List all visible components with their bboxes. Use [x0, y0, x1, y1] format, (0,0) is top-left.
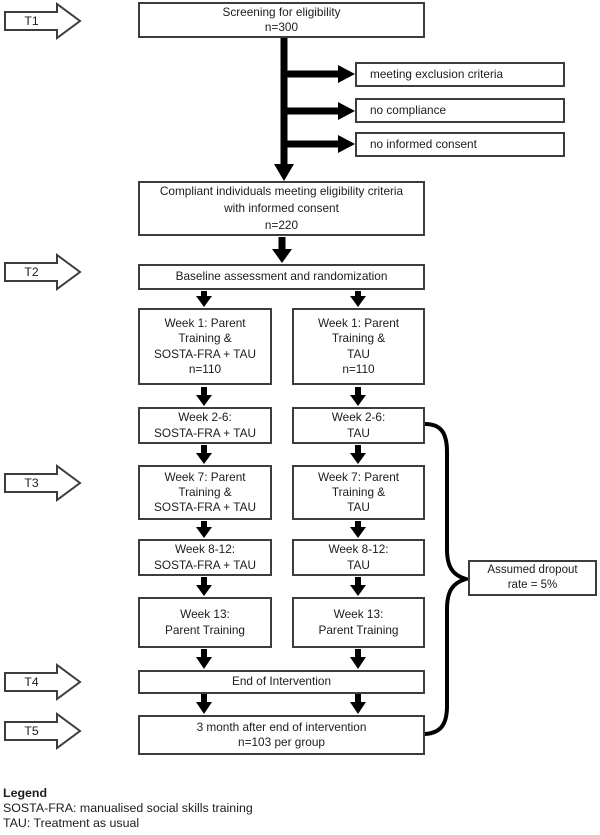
followup-box: 3 month after end of intervention n=103 …: [138, 715, 425, 755]
arm-right-week8-12-box: Week 8-12: TAU: [292, 539, 425, 576]
arm-right-week13-box: Week 13: Parent Training: [292, 597, 425, 648]
arm-left-week8-12-box: Week 8-12: SOSTA-FRA + TAU: [138, 539, 272, 576]
exclusion-box-criteria: meeting exclusion criteria: [355, 62, 565, 87]
legend-title: Legend: [3, 786, 48, 800]
arm-left-week2-6-box: Week 2-6: SOSTA-FRA + TAU: [138, 407, 272, 444]
legend-line-sosta: SOSTA-FRA: manualised social skills trai…: [3, 801, 253, 815]
legend: Legend SOSTA-FRA: manualised social skil…: [3, 786, 253, 831]
arm-left-week1-box: Week 1: Parent Training & SOSTA-FRA + TA…: [138, 308, 272, 385]
arm-left-week7-box: Week 7: Parent Training & SOSTA-FRA + TA…: [138, 465, 272, 520]
exclusion-branch-arrow-3: [284, 135, 355, 153]
dropout-brace: [423, 422, 474, 736]
timepoint-label: T1: [24, 14, 39, 28]
baseline-box: Baseline assessment and randomization: [138, 264, 425, 290]
block-arrow-icon: [4, 712, 82, 750]
timepoint-label: T2: [24, 265, 39, 279]
screening-box: Screening for eligibility n=300: [138, 2, 425, 38]
arm-right-week1-box: Week 1: Parent Training & TAU n=110: [292, 308, 425, 385]
exclusion-branch-arrow-2: [284, 102, 355, 120]
compliant-box: Compliant individuals meeting eligibilit…: [138, 181, 425, 236]
timepoint-arrow-t3: T3: [4, 464, 82, 502]
exclusion-branch-arrow-1: [284, 65, 355, 83]
block-arrow-icon: [4, 253, 82, 291]
dropout-box: Assumed dropout rate = 5%: [468, 560, 597, 596]
block-arrow-icon: [4, 2, 82, 40]
timepoint-label: T3: [24, 476, 39, 490]
legend-line-tau: TAU: Treatment as usual: [3, 816, 140, 830]
end-of-intervention-box: End of Intervention: [138, 670, 425, 694]
timepoint-arrow-t2: T2: [4, 253, 82, 291]
arm-left-week13-box: Week 13: Parent Training: [138, 597, 272, 648]
screening-down-arrow: [274, 38, 294, 181]
exclusion-box-compliance: no compliance: [355, 98, 565, 123]
arm-right-week2-6-box: Week 2-6: TAU: [292, 407, 425, 444]
block-arrow-icon: [4, 464, 82, 502]
exclusion-box-consent: no informed consent: [355, 132, 565, 157]
timepoint-label: T4: [24, 675, 39, 689]
timepoint-arrow-t1: T1: [4, 2, 82, 40]
compliant-to-baseline-arrow: [272, 237, 292, 263]
timepoint-arrow-t4: T4: [4, 663, 82, 701]
arm-right-week7-box: Week 7: Parent Training & TAU: [292, 465, 425, 520]
timepoint-arrow-t5: T5: [4, 712, 82, 750]
block-arrow-icon: [4, 663, 82, 701]
timepoint-label: T5: [24, 724, 39, 738]
